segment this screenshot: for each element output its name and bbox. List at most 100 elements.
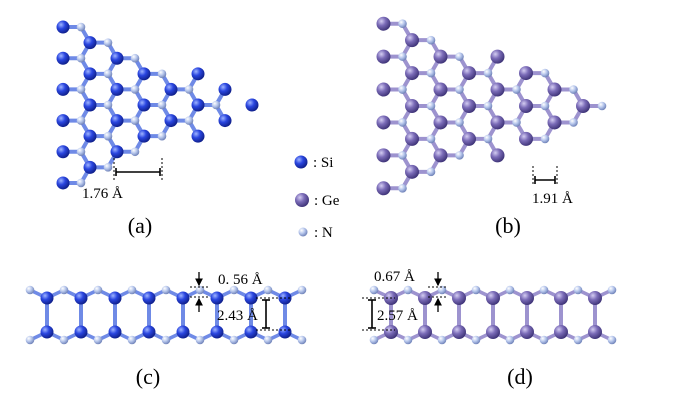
n-atom: [398, 118, 407, 127]
heavy-atom: [554, 291, 568, 305]
n-atom: [455, 118, 464, 127]
sin-side-lattice: [25, 285, 307, 345]
bond-length-label-a: 1.76 Å: [82, 186, 123, 202]
n-atom: [161, 285, 171, 295]
n-atom: [297, 285, 307, 295]
heavy-atom: [83, 36, 97, 50]
n-atom: [471, 285, 481, 295]
heavy-atom: [547, 115, 562, 130]
n-atom: [157, 69, 167, 79]
n-atom: [607, 335, 617, 345]
n-atom: [93, 335, 103, 345]
heavy-atom: [83, 67, 97, 81]
heavy-atom: [418, 325, 432, 339]
n-atom: [483, 134, 493, 144]
n-atom: [471, 335, 481, 345]
heavy-atom: [462, 66, 476, 81]
panel-label-c: (c): [136, 364, 160, 389]
n-atom: [483, 68, 493, 78]
n-atom: [76, 22, 86, 32]
heavy-atom: [462, 131, 476, 146]
panel-label-d: (d): [507, 364, 533, 389]
n-atom: [505, 285, 515, 295]
heavy-atom: [56, 176, 70, 190]
n-atom: [597, 101, 607, 111]
heavy-atom: [376, 16, 391, 31]
heavy-atom: [56, 145, 70, 159]
heavy-atom: [56, 51, 70, 65]
heavy-atom: [519, 131, 533, 146]
heavy-atom: [519, 99, 533, 113]
heavy-atom: [83, 98, 97, 112]
heavy-atom: [191, 98, 205, 112]
heavy-atom: [142, 325, 156, 339]
n-atom: [437, 335, 447, 345]
n-atom: [455, 52, 464, 61]
heavy-atom: [244, 325, 258, 339]
n-atom: [512, 118, 521, 127]
heavy-atom: [462, 99, 476, 113]
heavy-atom: [376, 181, 391, 196]
heavy-atom: [40, 325, 54, 339]
buckling-marker-d: [428, 272, 448, 312]
heavy-atom: [486, 325, 500, 339]
heavy-atom: [176, 291, 190, 305]
heavy-atom: [191, 129, 205, 143]
heavy-atom: [137, 129, 151, 143]
n-atom: [426, 101, 436, 111]
n-atom: [229, 285, 239, 295]
heavy-atom: [554, 325, 568, 339]
heavy-atom: [218, 114, 232, 128]
n-atom: [539, 335, 549, 345]
n-atom: [263, 335, 273, 345]
gen-top-lattice: [376, 16, 607, 196]
heavy-atom: [418, 291, 432, 305]
n-atom: [398, 151, 407, 160]
heavy-atom: [83, 160, 97, 174]
ge-atom-icon: [295, 193, 309, 207]
n-atom: [398, 52, 407, 61]
n-atom: [103, 69, 113, 79]
heavy-atom: [110, 145, 124, 159]
n-atom: [426, 68, 436, 78]
n-atom: [76, 178, 86, 188]
legend-label-ge: : Ge: [314, 193, 340, 209]
n-atom: [103, 131, 113, 141]
heavy-atom: [520, 325, 534, 339]
n-atom: [512, 85, 521, 94]
buckling-label-d: 0.67 Å: [374, 269, 415, 285]
heavy-atom: [547, 82, 562, 97]
heavy-atom: [110, 82, 124, 96]
heavy-atom: [74, 325, 88, 339]
heavy-atom: [452, 325, 466, 339]
n-atom: [59, 285, 69, 295]
n-atom: [505, 335, 515, 345]
n-atom: [103, 38, 113, 47]
n-atom: [403, 335, 413, 345]
heavy-atom: [40, 291, 54, 305]
heavy-atom: [244, 291, 258, 305]
n-atom: [483, 101, 493, 111]
heavy-atom: [74, 291, 88, 305]
n-atom: [130, 147, 140, 157]
heavy-atom: [376, 115, 391, 130]
panel-label-a: (a): [128, 213, 152, 238]
n-atom: [130, 116, 140, 125]
heavy-atom: [142, 291, 156, 305]
heavy-atom: [376, 148, 391, 163]
buckling-marker-c: [190, 272, 210, 312]
heavy-atom: [210, 325, 224, 339]
n-atom: [398, 19, 407, 29]
n-atom: [426, 167, 436, 177]
heavy-atom: [490, 115, 505, 130]
heavy-atom: [176, 325, 190, 339]
heavy-atom: [433, 82, 448, 97]
n-atom: [455, 85, 464, 94]
n-atom: [369, 335, 379, 345]
n-atom: [130, 85, 140, 94]
n-atom: [195, 335, 205, 345]
panel-b-gen-top-view: 1.91 Å (b): [376, 16, 607, 238]
heavy-atom: [56, 82, 70, 96]
panel-label-b: (b): [495, 213, 521, 238]
